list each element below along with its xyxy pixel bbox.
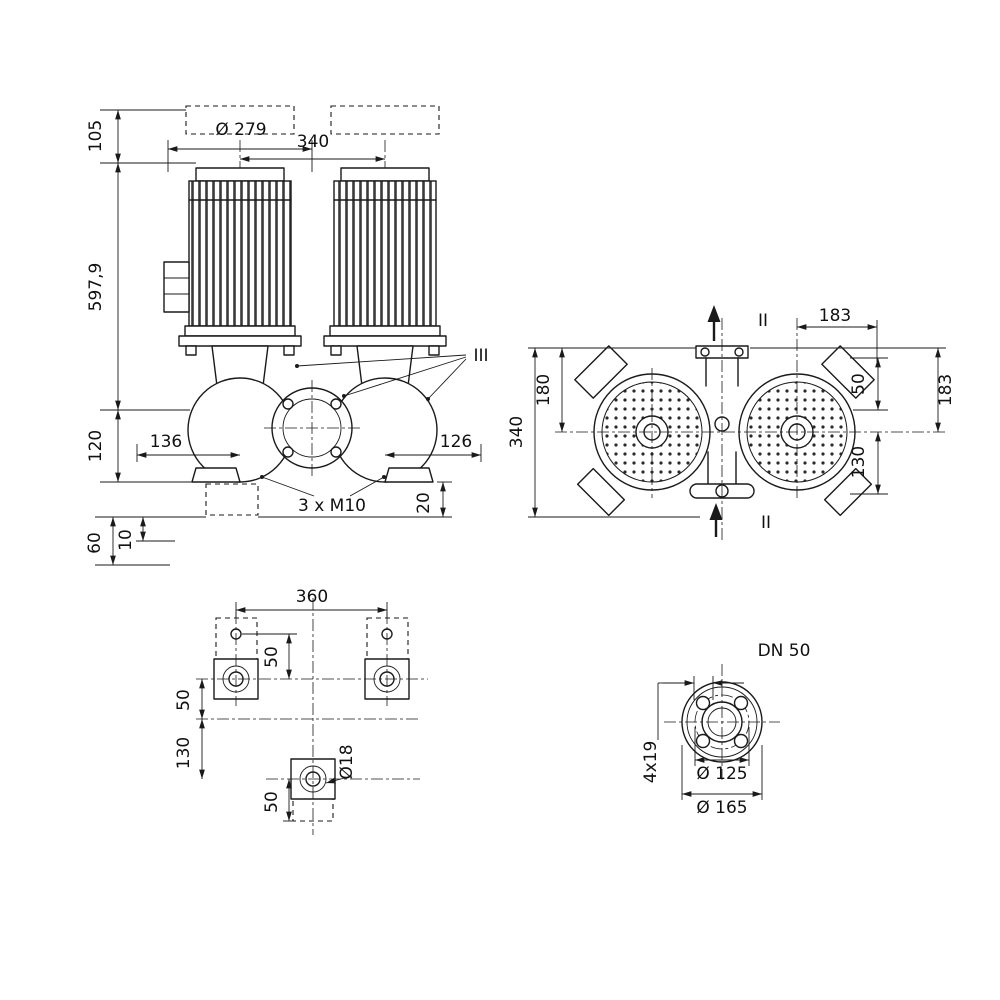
label-bolt-spec: 3 x M10 bbox=[298, 496, 366, 516]
label-section-II-bottom: II bbox=[761, 513, 771, 533]
dim-outer-dia-165: Ø 165 bbox=[696, 798, 747, 818]
dim-offset-left: 136 bbox=[150, 432, 182, 452]
terminal-box-clearance-left bbox=[185, 105, 295, 135]
dim-pad-height: 20 bbox=[414, 492, 434, 514]
label-dn-50: DN 50 bbox=[758, 641, 811, 661]
label-section-III: III bbox=[473, 346, 488, 366]
dim-bolt-circle-125: Ø 125 bbox=[696, 764, 747, 784]
flange-body bbox=[664, 664, 780, 780]
motor-left bbox=[163, 167, 302, 356]
dim-hole-diameter: Ø18 bbox=[337, 744, 357, 779]
flange-view: DN 50 4x19 Ø 125 Ø 165 bbox=[641, 641, 810, 818]
section-arrow-top: II bbox=[707, 305, 768, 341]
dim-base-height: 120 bbox=[86, 430, 106, 462]
top-flange bbox=[695, 345, 749, 387]
foundation-feet bbox=[213, 617, 410, 822]
dim-row-bottom-130: 130 bbox=[174, 737, 194, 769]
motor-terminal-box-side bbox=[163, 261, 190, 313]
top-view-dimensions: 183 50 130 183 180 340 bbox=[507, 306, 956, 518]
label-section-II-top: II bbox=[758, 311, 768, 331]
dim-top-clearance: 105 bbox=[86, 120, 106, 152]
pump-body bbox=[187, 345, 438, 516]
dim-left-180: 180 bbox=[534, 374, 554, 406]
front-dimensions: Ø 279 340 105 597,9 120 136 126 bbox=[85, 109, 489, 566]
flange-dimensions: 4x19 Ø 125 Ø 165 bbox=[641, 676, 763, 818]
foundation-centerlines bbox=[196, 598, 428, 835]
foundation-dimensions: 360 50 50 130 50 Ø18 bbox=[174, 587, 388, 822]
dim-row-gap-50: 50 bbox=[174, 689, 194, 711]
top-view: II II 183 50 130 183 180 bbox=[507, 305, 956, 540]
section-arrow-bottom: II bbox=[709, 503, 771, 537]
motor-right bbox=[323, 167, 447, 356]
terminal-box-clearance-right bbox=[330, 105, 440, 135]
foundation-pad-outline bbox=[205, 483, 259, 516]
front-view: Ø 279 340 105 597,9 120 136 126 bbox=[85, 105, 489, 566]
dim-right-183-vertical: 183 bbox=[936, 374, 956, 406]
dim-foot-60: 60 bbox=[85, 532, 105, 554]
dim-flange-offset-50: 50 bbox=[849, 373, 869, 395]
dim-foot-10: 10 bbox=[116, 529, 136, 551]
dim-offset-right: 126 bbox=[440, 432, 472, 452]
dim-left-340: 340 bbox=[507, 416, 527, 448]
dim-top-183-horizontal: 183 bbox=[819, 306, 851, 326]
dim-bolt-span-360: 360 bbox=[296, 587, 328, 607]
dim-motor-spacing: 340 bbox=[297, 132, 329, 152]
dim-bolt-holes-4x19: 4x19 bbox=[641, 741, 661, 784]
discharge-flange bbox=[264, 380, 360, 476]
dim-bottom-offset-50: 50 bbox=[262, 791, 282, 813]
dim-hole-offset-50: 50 bbox=[262, 646, 282, 668]
dim-total-height: 597,9 bbox=[86, 263, 106, 312]
foundation-view: 360 50 50 130 50 Ø18 bbox=[174, 587, 428, 835]
dim-bottom-130: 130 bbox=[849, 446, 869, 478]
foot-pads bbox=[574, 345, 875, 517]
dim-motor-diameter: Ø 279 bbox=[215, 120, 266, 140]
